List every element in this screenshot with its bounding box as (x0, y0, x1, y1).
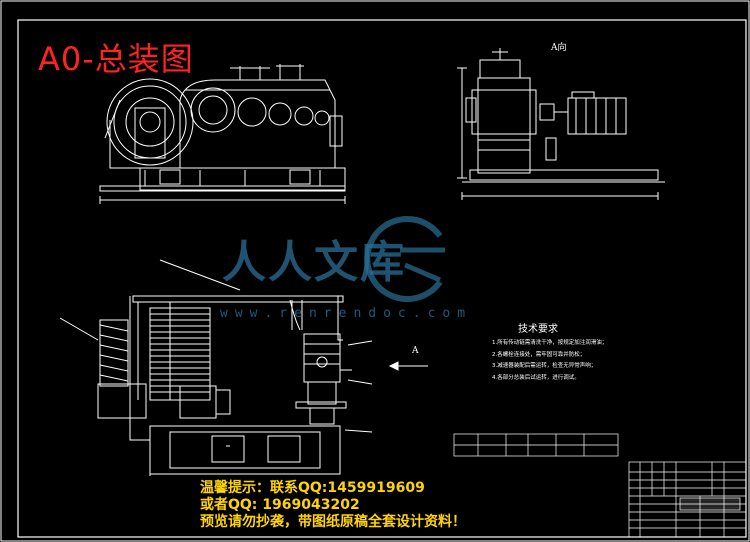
watermark-text: 人人文库 (222, 237, 406, 288)
tech-note: 1.所有传动链需清洗干净，按规定加注润滑油； (492, 340, 608, 346)
a-direction-view (457, 48, 665, 200)
watermark-emblem (364, 216, 445, 302)
inner-frame (17, 19, 747, 538)
contact-notice-line-1: 温馨提示：联系QQ:1459919609 (200, 480, 425, 496)
view-a-label: A向 (551, 43, 567, 53)
title-block (628, 461, 747, 538)
tech-requirements-list: 1.所有传动链需清洗干净，按规定加注润滑油； 2.各螺栓连接处，需牢固可靠并防松… (492, 338, 607, 384)
motor-vertical (295, 333, 347, 425)
watermark-url: www.renrendoc.com (220, 306, 473, 321)
tech-requirements-title: 技术要求 (518, 324, 558, 335)
winding-drum (149, 307, 211, 401)
contact-notice-line-3: 预览请勿抄袭，带图纸原稿全套设计资料！ (200, 514, 466, 530)
tech-note: 3.减速器装配后需运转，检查无异常声响； (492, 363, 597, 369)
reducer-front-view (99, 64, 346, 204)
direction-arrow-a (388, 361, 428, 371)
tech-note: 2.各螺栓连接处，需牢固可靠并防松； (492, 351, 586, 358)
arrow-a-label: A (412, 346, 419, 356)
contact-notice-line-2: 或者QQ: 1969043202 (200, 497, 360, 513)
parameter-table (453, 433, 619, 457)
tech-note: 4.各部分总装后试运转，进行调试。 (492, 374, 580, 381)
drawing-title: A0-总装图 (38, 40, 194, 78)
plan-view (59, 259, 373, 476)
